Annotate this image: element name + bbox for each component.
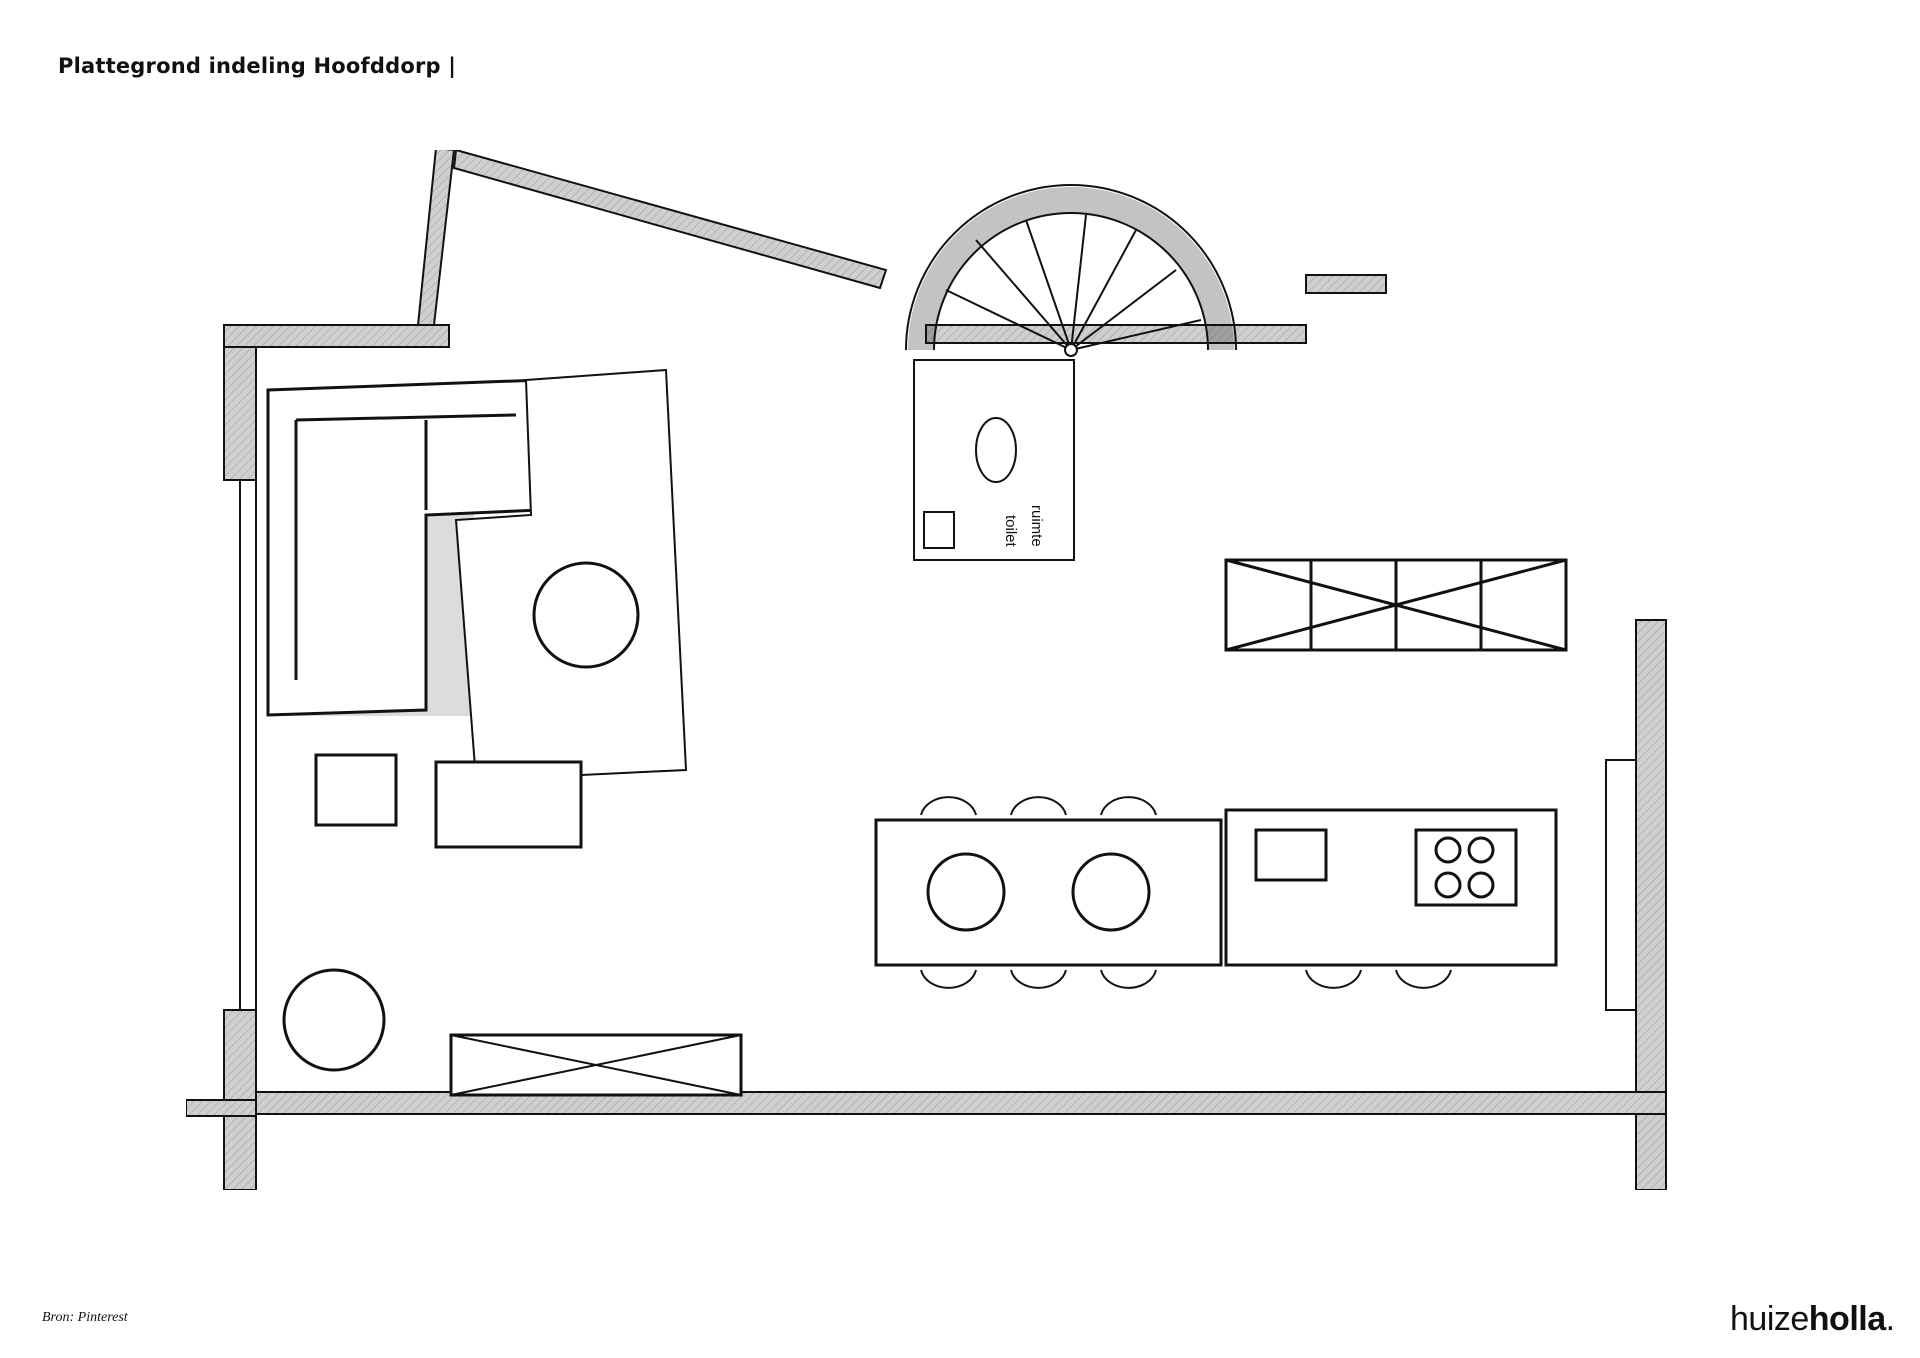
- title-cursor: |: [440, 54, 457, 78]
- wall-angled-top-2: [452, 150, 888, 290]
- window-right: [1605, 759, 1637, 1011]
- brand-bold: holla: [1808, 1300, 1886, 1338]
- spiral-stair: [905, 184, 1237, 357]
- toilet-room: toilet ruimte: [913, 359, 1075, 561]
- round-chair: [282, 968, 386, 1072]
- brand-light: huize: [1730, 1300, 1809, 1338]
- window-left: [239, 479, 257, 1011]
- toilet-bowl: [975, 417, 1017, 483]
- toilet-sink: [923, 511, 955, 549]
- side-table: [314, 753, 398, 827]
- brand-logo: huizeholla.: [1730, 1300, 1895, 1339]
- room-label-toilet: toilet: [1002, 515, 1019, 548]
- floor-plan: toilet ruimte: [186, 150, 1667, 1190]
- page-title: Plattegrond indeling Hoofddorp |: [58, 54, 456, 78]
- kitchen-island: [1224, 808, 1558, 967]
- kitchen-cabinets: [1224, 558, 1568, 652]
- wall-top-left: [223, 324, 450, 348]
- sofa: [266, 378, 543, 717]
- wall-bottom-left: [186, 1099, 257, 1117]
- source-credit: Bron: Pinterest: [42, 1310, 128, 1325]
- chairs: [920, 796, 1452, 989]
- wall-angled-top: [416, 150, 456, 326]
- brand-dot: .: [1885, 1300, 1895, 1338]
- dining-table: [874, 818, 1223, 967]
- wall-left-upper: [223, 324, 257, 481]
- armchair: [434, 760, 583, 849]
- room-label-ruimte: ruimte: [1028, 505, 1045, 547]
- walls: [186, 150, 1667, 1190]
- coffee-table: [532, 561, 640, 669]
- wall-stair-top: [925, 324, 1307, 344]
- page-title-text: Plattegrond indeling Hoofddorp: [58, 54, 441, 78]
- wall-right-top: [1305, 274, 1387, 294]
